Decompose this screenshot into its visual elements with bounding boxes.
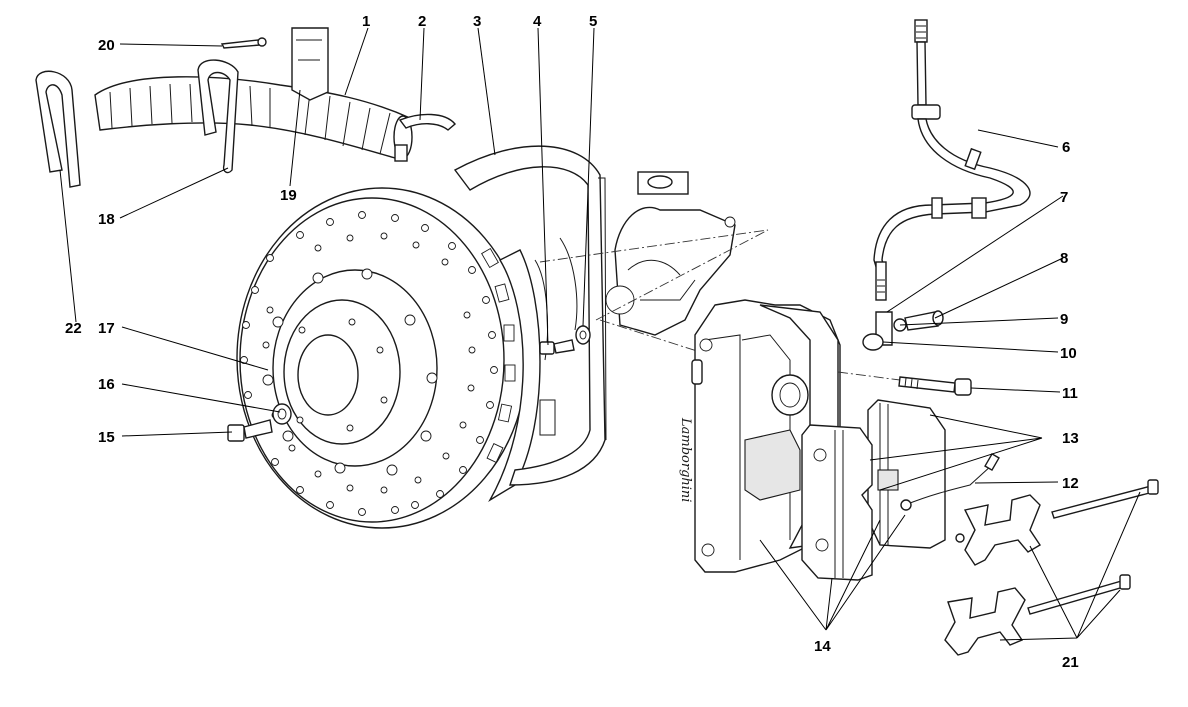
pin-end-cap	[955, 533, 965, 543]
caliper-mounting-bolt	[539, 339, 575, 355]
callout-13: 13	[1062, 430, 1079, 447]
retaining-pin	[220, 37, 267, 49]
bleeder-union	[893, 310, 944, 332]
callout-17: 17	[98, 320, 115, 337]
callout-20: 20	[98, 37, 115, 54]
pad-retaining-pin-upper	[1051, 479, 1159, 519]
pad-spring-clip-upper	[963, 494, 1041, 566]
pad-spring-clip-lower	[944, 587, 1026, 656]
callout-22: 22	[65, 320, 82, 337]
callout-15: 15	[98, 429, 115, 446]
cooling-duct	[94, 76, 413, 159]
brake-pad-inner	[801, 424, 873, 581]
duct-clamp	[394, 113, 456, 162]
brake-hose	[873, 19, 1031, 301]
pad-retaining-pin-lower	[1027, 574, 1131, 615]
callout-7: 7	[1060, 189, 1068, 206]
callout-4: 4	[533, 13, 542, 30]
washer	[575, 325, 591, 345]
wheel-bolt	[227, 419, 273, 442]
callout-18: 18	[98, 211, 115, 228]
callout-11: 11	[1062, 385, 1078, 402]
callout-12: 12	[1062, 475, 1079, 492]
brake-disc	[236, 187, 541, 529]
callout-labels: 1 2 3 4 5 6 7 8 9 10 11 13 12 14 21 15 1…	[65, 13, 1079, 671]
callout-14: 14	[814, 638, 831, 655]
callout-3: 3	[473, 13, 481, 30]
callout-6: 6	[1062, 139, 1070, 156]
callout-16: 16	[98, 376, 115, 393]
bolt-spacer	[272, 403, 292, 425]
brake-pad-outer	[867, 399, 946, 549]
callout-5: 5	[589, 13, 597, 30]
hub-carrier	[539, 171, 769, 353]
disc-hat-bolts	[262, 268, 438, 476]
caliper-logo: Lamborghini	[678, 417, 693, 502]
callout-2: 2	[418, 13, 426, 30]
callout-19: 19	[280, 187, 297, 204]
callout-1: 1	[362, 13, 370, 30]
caliper-bolt	[898, 376, 972, 396]
leader-lines	[59, 27, 1141, 641]
callout-10: 10	[1060, 345, 1077, 362]
duct-bracket	[291, 27, 329, 101]
pad-wear-sensor	[900, 452, 1000, 511]
tee-fitting	[862, 311, 893, 351]
callout-8: 8	[1060, 250, 1068, 267]
duct-clip-large	[35, 70, 81, 188]
disc-vent-slots	[481, 247, 516, 463]
callout-9: 9	[1060, 311, 1068, 328]
callout-21: 21	[1062, 654, 1079, 671]
